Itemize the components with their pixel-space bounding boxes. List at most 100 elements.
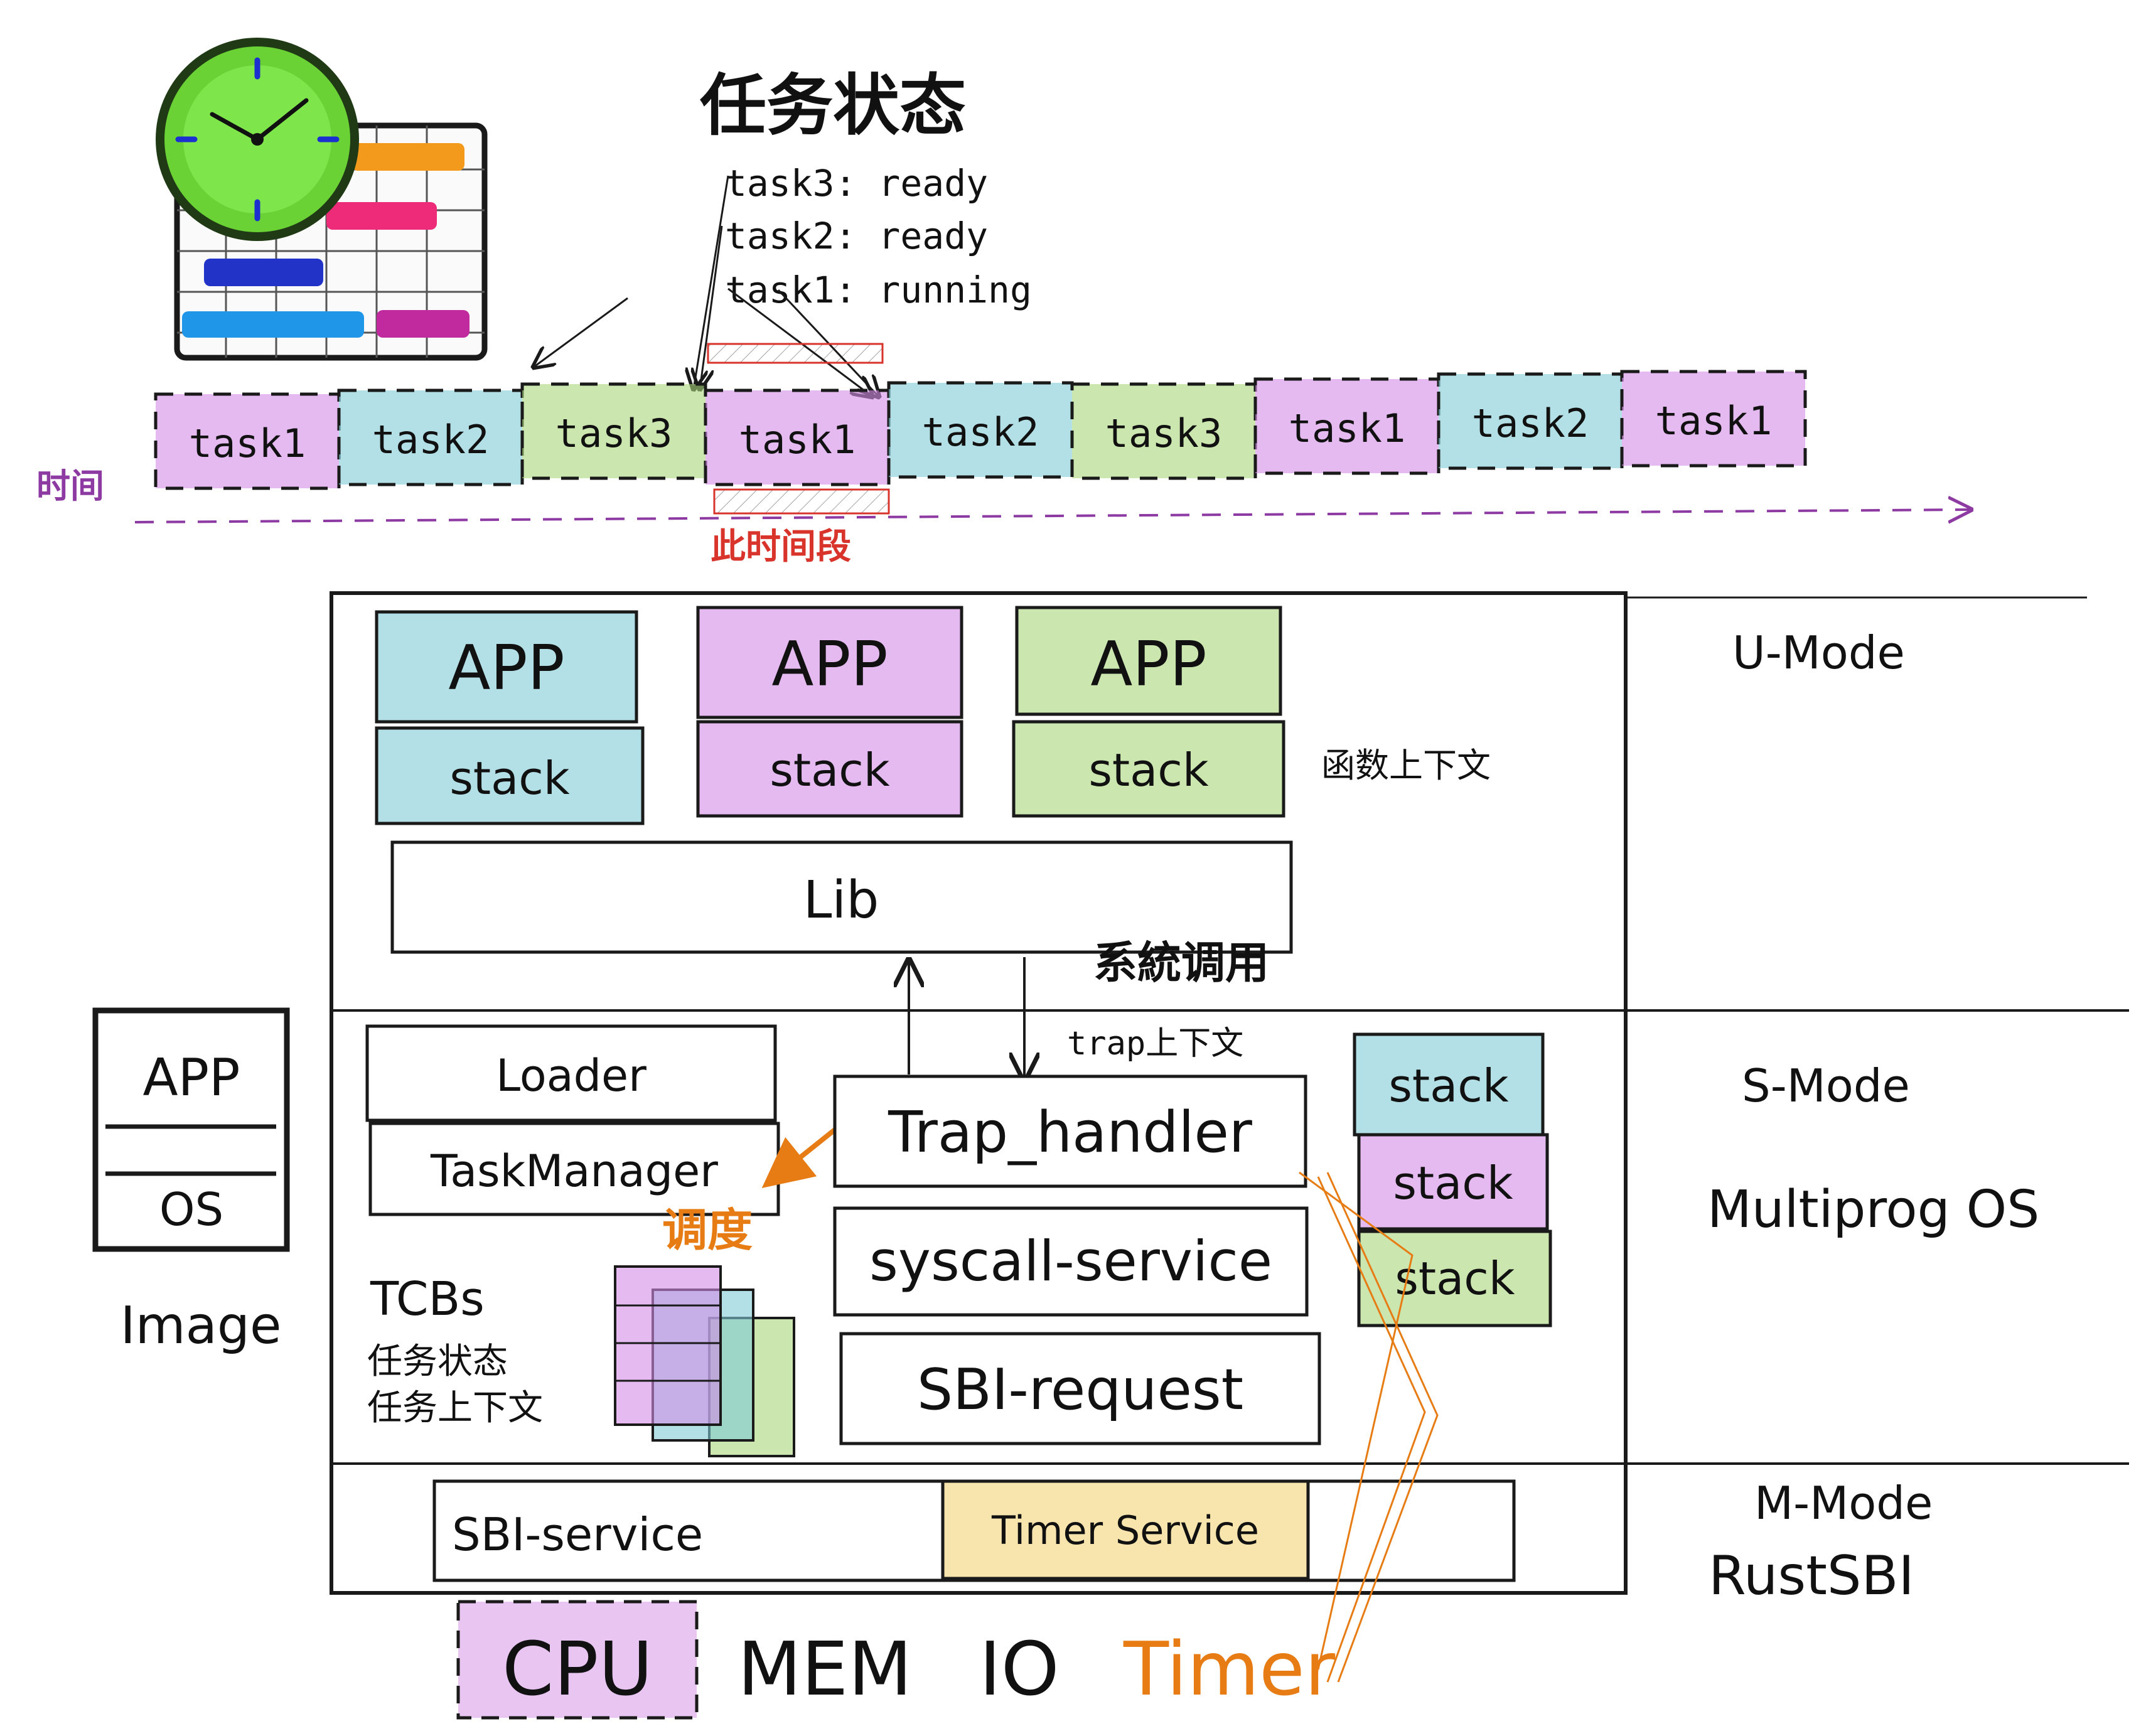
mem-label: MEM: [738, 1626, 912, 1712]
loader-label: Loader: [496, 1050, 646, 1101]
architecture-frame: [330, 591, 2129, 1595]
task-manager-box: [368, 1122, 780, 1216]
timeline-task-2: task2: [337, 388, 524, 486]
schedule-arrow: [761, 1127, 837, 1188]
user-app-3-label: APP: [1090, 629, 1206, 700]
user-stack-1-box: [375, 726, 645, 825]
timeline-task-8: task2: [1437, 372, 1624, 470]
timeline-task-2-box: [337, 388, 524, 486]
timeline-task-9-box: [1620, 370, 1807, 468]
tcbs-context-label: 任务上下文: [367, 1388, 543, 1428]
kernel-stack-1-label: stack: [1388, 1059, 1508, 1112]
user-app-1-label: APP: [448, 633, 564, 704]
trap-context-label: trap上下文: [1067, 1025, 1243, 1063]
timer-interrupt-path: [1299, 1171, 1439, 1683]
timeline-task-5-box: [887, 381, 1074, 479]
syscall-service-box: [833, 1206, 1309, 1317]
timeline-task-7: task1: [1253, 377, 1441, 475]
timer-label: Timer: [1123, 1626, 1336, 1712]
lib-label: Lib: [803, 871, 879, 930]
timer-service-label: Timer Service: [991, 1508, 1259, 1553]
period-label: 此时间段: [711, 527, 851, 567]
timeline-task-5-label: task2: [922, 409, 1039, 455]
sbi-service-label: SBI-service: [452, 1508, 703, 1561]
status-line-task2: task2: ready: [725, 215, 988, 257]
time-axis-label: 时间: [36, 466, 104, 506]
tcbs-stack-icon: [614, 1265, 795, 1457]
period-marker-bottom: [713, 488, 890, 515]
user-app-3: APP stack: [1012, 606, 1285, 818]
trap-handler-box: [833, 1074, 1307, 1188]
sbi-request-box: [839, 1332, 1321, 1445]
task-manager-label: TaskManager: [430, 1145, 718, 1197]
timeline-task-3: task3: [520, 382, 707, 480]
timer-service-box: [941, 1479, 1310, 1580]
tcbs-state-label: 任务状态: [367, 1341, 508, 1382]
sbi-request-label: SBI-request: [917, 1357, 1243, 1423]
timeline-task-5: task2: [887, 381, 1074, 479]
timeline-task-9: task1: [1620, 370, 1807, 468]
kernel-stack-2-label: stack: [1393, 1157, 1513, 1209]
loader-box: [365, 1024, 777, 1122]
u-mode-label: U-Mode: [1732, 626, 1905, 679]
io-label: IO: [979, 1626, 1060, 1712]
user-app-1-box: [375, 610, 638, 724]
timeline-task-4-label: task1: [739, 417, 856, 463]
user-app-1: APP stack: [375, 610, 645, 825]
kernel-stack-2-box: [1357, 1133, 1549, 1231]
timeline-blocks: task1 task2 task3 task1 task2 task3 task…: [154, 370, 1807, 490]
s-mode-label: S-Mode: [1742, 1059, 1910, 1112]
user-app-2-label: APP: [771, 629, 888, 700]
user-stack-1-label: stack: [449, 752, 569, 805]
image-box: [92, 1007, 290, 1252]
syscall-label: 系統调用: [1093, 937, 1269, 989]
kernel-stack-3-box: [1357, 1230, 1552, 1327]
period-marker-top: [707, 343, 884, 364]
tcbs-label: TCBs: [370, 1272, 485, 1326]
user-app-3-box: [1015, 606, 1282, 716]
image-label: Image: [121, 1296, 282, 1356]
task-state-title: 任务状态: [700, 67, 966, 144]
syscall-service-label: syscall-service: [869, 1229, 1272, 1294]
schedule-clock-icon: [156, 38, 488, 361]
user-stack-3-box: [1012, 720, 1285, 818]
user-stack-2-box: [696, 720, 963, 818]
timeline-task-8-box: [1437, 372, 1624, 470]
timeline-task-4-box: [704, 388, 891, 486]
timeline-task-8-label: task2: [1472, 400, 1589, 446]
multiprog-os-label: Multiprog OS: [1707, 1180, 2039, 1240]
timeline-task-6-box: [1070, 382, 1257, 480]
image-os-label: OS: [159, 1183, 223, 1236]
kernel-stack-1-box: [1353, 1032, 1545, 1137]
user-app-2-box: [696, 606, 963, 719]
timeline-task-1: task1: [154, 392, 341, 490]
timeline-task-1-label: task1: [189, 421, 306, 466]
timeline-task-2-label: task2: [372, 417, 490, 463]
user-stack-2-label: stack: [770, 744, 889, 796]
schedule-label: 调度: [662, 1204, 753, 1256]
time-axis-arrow: [134, 510, 1971, 522]
rustsbi-label: RustSBI: [1709, 1545, 1914, 1607]
timeline-task-9-label: task1: [1655, 398, 1773, 444]
cpu-box: [456, 1600, 699, 1720]
kernel-stack-3-label: stack: [1395, 1252, 1515, 1305]
lib-box: [390, 840, 1293, 954]
kernel-stack-1: stack: [1353, 1032, 1545, 1137]
timeline-task-4: task1: [704, 388, 891, 486]
status-pointer-arrows: [534, 175, 879, 397]
cpu-label: CPU: [502, 1626, 653, 1712]
user-app-2: APP stack: [696, 606, 963, 818]
m-mode-label: M-Mode: [1754, 1477, 1933, 1530]
timeline-task-6: task3: [1070, 382, 1257, 480]
user-stack-3-label: stack: [1088, 744, 1208, 796]
status-line-task1: task1: running: [725, 269, 1032, 311]
timeline-task-3-box: [520, 382, 707, 480]
trap-handler-label: Trap_handler: [888, 1100, 1252, 1165]
kernel-stack-3: stack: [1357, 1230, 1552, 1327]
timeline-task-7-label: task1: [1289, 405, 1406, 451]
timeline-task-1-box: [154, 392, 341, 490]
timeline-task-7-box: [1253, 377, 1441, 475]
function-context-label: 函数上下文: [1321, 746, 1491, 785]
